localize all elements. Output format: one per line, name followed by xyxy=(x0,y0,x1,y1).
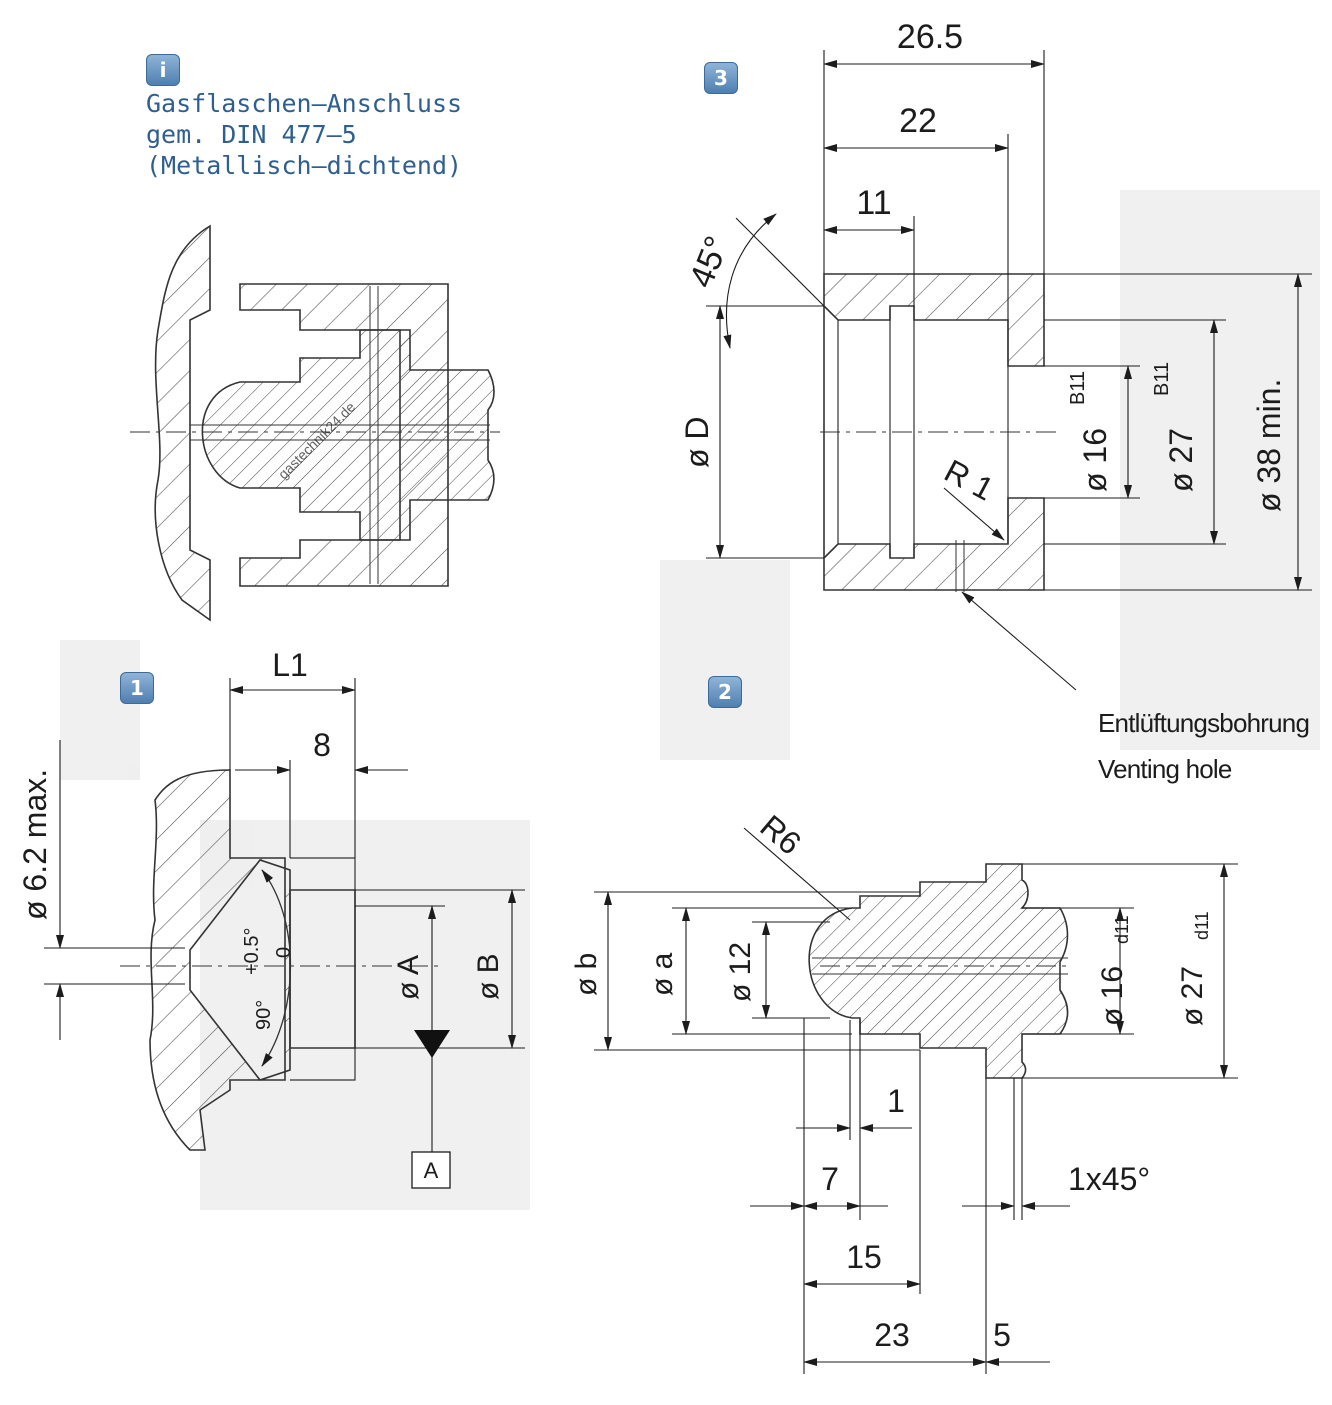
view2-dim-27: ø 27 xyxy=(1176,966,1209,1026)
info-icon: i xyxy=(146,54,180,86)
view3-angle: 45° xyxy=(682,231,736,293)
badge-1: 1 xyxy=(120,672,154,704)
info-title-line-1: Gasflaschen–Anschluss xyxy=(146,89,463,118)
view1-dim-B: ø B xyxy=(472,953,505,1000)
view3-dim-27: ø 27 xyxy=(1163,428,1199,492)
view3-dim-11: 11 xyxy=(856,184,891,222)
view2-part xyxy=(808,863,1070,1079)
view3-dim-27-tol: B11 xyxy=(1151,362,1173,396)
venting-label-de: Entlüftungsbohrung xyxy=(1098,708,1309,738)
view3-part xyxy=(820,273,1060,592)
view2-dim-27-tol: d11 xyxy=(1192,911,1212,940)
info-title-line-2: gem. DIN 477–5 xyxy=(146,120,357,149)
view1-body xyxy=(149,769,291,1151)
view2-dim-1: 1 xyxy=(887,1083,905,1119)
view2-dim-5: 5 xyxy=(993,1317,1011,1353)
venting-label-en: Venting hole xyxy=(1098,754,1232,784)
view1-dim-L1: L1 xyxy=(272,647,308,683)
badge-2: 2 xyxy=(708,676,742,708)
view3-dim-D: ø D xyxy=(679,416,715,468)
view3-dim-16: ø 16 xyxy=(1077,428,1113,492)
view3-dim-26-5: 26.5 xyxy=(897,18,963,56)
view3-dim-16-tol: B11 xyxy=(1067,371,1089,405)
info-title: Gasflaschen–Anschluss gem. DIN 477–5 (Me… xyxy=(146,88,462,181)
view1-tol-top: +0.5° xyxy=(241,928,263,975)
view1-dim-8: 8 xyxy=(313,727,331,763)
view1-dimensions xyxy=(44,678,525,1152)
view2-dim-15: 15 xyxy=(846,1239,882,1275)
view2-dim-7: 7 xyxy=(821,1161,839,1197)
view3-dim-22: 22 xyxy=(899,102,937,140)
view2-dimensions xyxy=(594,827,1238,1374)
view3-body-top xyxy=(823,273,1045,367)
datum-box xyxy=(411,1151,451,1189)
view3-radius: R 1 xyxy=(939,452,1000,507)
view1-dim-A: ø A xyxy=(392,955,425,1000)
assembly-valve-body xyxy=(154,224,211,622)
view3-body-bottom xyxy=(823,497,1045,591)
assembly-nipple xyxy=(201,329,495,541)
view2-dim-12: ø 12 xyxy=(724,942,757,1002)
view2-dim-16-tol: d11 xyxy=(1112,915,1132,944)
view3-dimensions xyxy=(706,50,1312,691)
view1-dim-max: ø 6.2 max. xyxy=(17,769,53,920)
badge-3: 3 xyxy=(704,62,738,94)
view2-dim-b: ø b xyxy=(570,953,603,996)
view1-tol-bottom: 0 xyxy=(273,947,295,958)
assembly-view xyxy=(130,224,500,622)
view3-dim-38: ø 38 min. xyxy=(1251,379,1287,512)
view2-dim-23: 23 xyxy=(874,1317,910,1353)
view1-angle: 90° xyxy=(253,1000,275,1030)
datum-label: A xyxy=(424,1158,439,1183)
view2-dim-a: ø a xyxy=(646,952,679,996)
view2-nipple xyxy=(808,863,1069,1079)
view2-dim-16: ø 16 xyxy=(1096,966,1129,1026)
info-title-line-3: (Metallisch–dichtend) xyxy=(146,151,463,180)
view2-chamfer: 1x45° xyxy=(1068,1161,1150,1197)
view2-radius: R6 xyxy=(754,808,808,862)
datum-triangle xyxy=(414,1030,450,1058)
background-watermark xyxy=(60,190,1320,1210)
